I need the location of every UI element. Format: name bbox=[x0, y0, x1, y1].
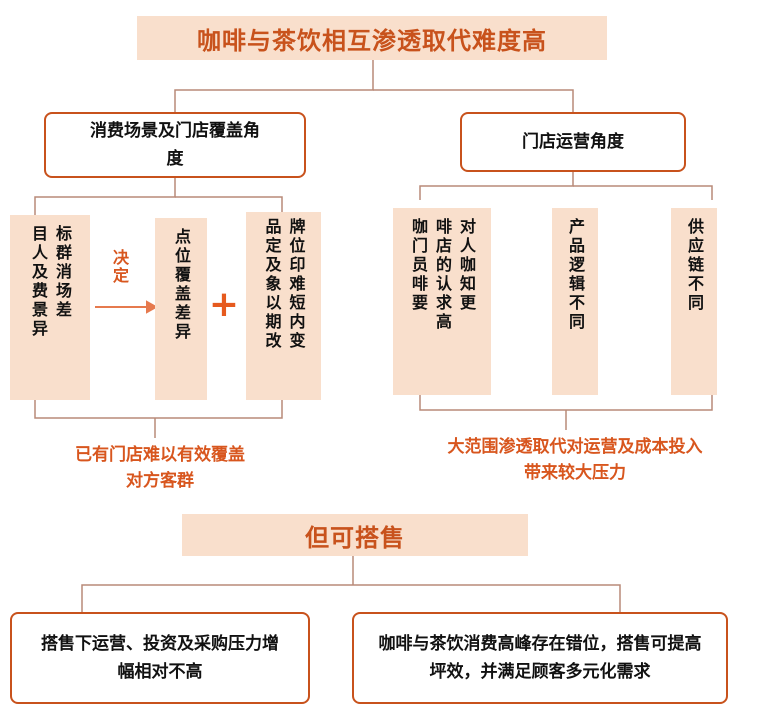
supply-chain-box: 供应链不同 bbox=[671, 208, 717, 395]
plus-icon: + bbox=[208, 283, 240, 325]
bottom-right-box: 咖啡与茶饮消费高峰存在错位，搭售可提高坪效，并满足顾客多元化需求 bbox=[352, 612, 728, 704]
right-branch-header: 门店运营角度 bbox=[460, 112, 686, 172]
bottom-title: 但可搭售 bbox=[182, 514, 528, 556]
arrow-label-decides: 决定 bbox=[110, 249, 129, 285]
supply-chain-col: 供应链不同 bbox=[685, 218, 704, 313]
audience-scene-col-2: 目人及费景异 bbox=[29, 225, 48, 339]
staff-requirement-col-1: 对人咖知更 bbox=[457, 218, 476, 313]
main-title: 咖啡与茶饮相互渗透取代难度高 bbox=[137, 16, 607, 60]
audience-scene-box: 标群消场差 目人及费景异 bbox=[10, 215, 90, 400]
left-conclusion: 已有门店难以有效覆盖对方客群 bbox=[75, 445, 245, 491]
brand-image-box: 牌位印难短内变 品定及象以期改 bbox=[246, 212, 321, 400]
brand-image-col-2: 品定及象以期改 bbox=[262, 218, 282, 351]
bottom-left-box: 搭售下运营、投资及采购压力增幅相对不高 bbox=[10, 612, 310, 704]
left-branch-header: 消费场景及门店覆盖角度 bbox=[44, 112, 306, 178]
location-coverage-col: 点位覆盖差异 bbox=[172, 228, 191, 342]
brand-image-col-1: 牌位印难短内变 bbox=[286, 218, 306, 351]
staff-requirement-box: 对人咖知更 啡店的认求高 咖门员啡要 bbox=[393, 208, 491, 395]
right-conclusion: 大范围渗透取代对运营及成本投入带来较大压力 bbox=[447, 437, 703, 483]
audience-scene-col-1: 标群消场差 bbox=[53, 225, 72, 320]
product-logic-box: 产品逻辑不同 bbox=[552, 208, 598, 395]
staff-requirement-col-2: 啡店的认求高 bbox=[433, 218, 452, 332]
location-coverage-box: 点位覆盖差异 bbox=[155, 218, 207, 400]
staff-requirement-col-3: 咖门员啡要 bbox=[409, 218, 428, 313]
product-logic-col: 产品逻辑不同 bbox=[566, 218, 585, 332]
